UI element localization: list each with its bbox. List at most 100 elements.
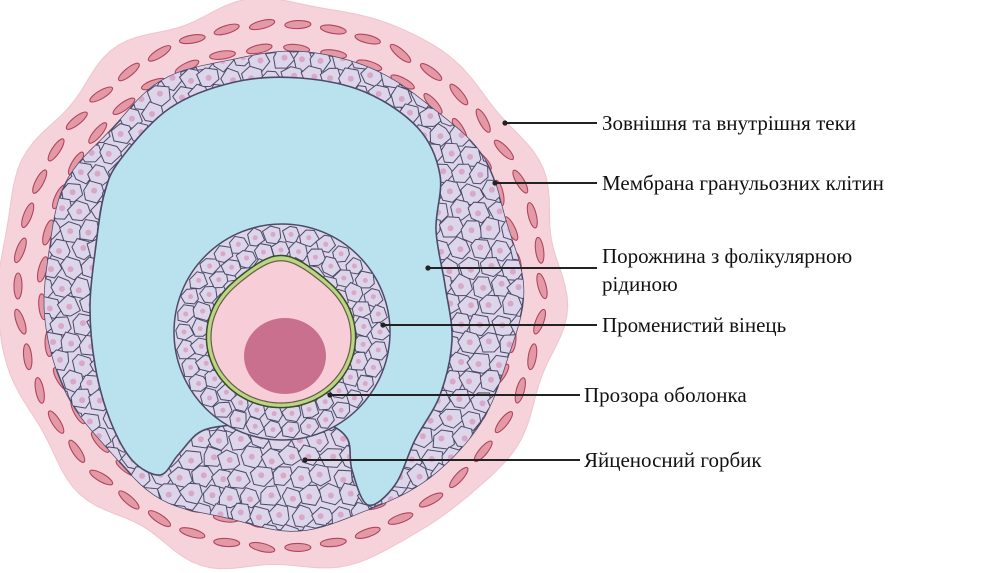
granulosa-cell — [503, 484, 525, 508]
cell-nucleus — [48, 456, 54, 462]
cell-nucleus — [182, 330, 187, 335]
granulosa-cell — [511, 504, 532, 525]
cell-nucleus — [87, 529, 93, 535]
cell-nucleus — [229, 265, 234, 270]
cell-nucleus — [49, 114, 55, 120]
cell-nucleus — [206, 75, 212, 81]
granulosa-cell — [28, 89, 48, 108]
cell-nucleus — [67, 228, 73, 234]
cell-nucleus — [46, 491, 52, 497]
cell-nucleus — [363, 381, 368, 386]
cell-nucleus — [79, 397, 85, 403]
cell-nucleus — [323, 399, 328, 404]
granulosa-cell — [31, 50, 51, 70]
cell-nucleus — [26, 535, 32, 541]
granulosa-cell — [17, 26, 39, 48]
leader-dot — [327, 392, 332, 397]
cell-nucleus — [313, 255, 318, 260]
cell-nucleus — [276, 512, 282, 518]
cell-nucleus — [298, 475, 304, 481]
cell-nucleus — [238, 509, 244, 515]
cell-nucleus — [188, 78, 194, 84]
cell-nucleus — [316, 439, 322, 445]
cell-nucleus — [496, 474, 502, 480]
cell-nucleus — [299, 56, 305, 62]
cell-nucleus — [76, 209, 82, 215]
cell-nucleus — [269, 458, 275, 464]
cell-nucleus — [27, 418, 33, 424]
cell-nucleus — [253, 424, 258, 429]
cell-nucleus — [437, 133, 443, 139]
cell-nucleus — [227, 457, 233, 463]
cell-nucleus — [428, 530, 434, 536]
cell-nucleus — [306, 424, 311, 429]
granulosa-cell — [472, 507, 493, 529]
cell-nucleus — [496, 57, 502, 63]
cell-nucleus — [447, 415, 453, 421]
cell-nucleus — [207, 292, 212, 297]
cell-nucleus — [348, 375, 353, 380]
cell-nucleus — [318, 58, 324, 64]
cell-nucleus — [358, 307, 363, 312]
leader-dot — [502, 120, 507, 125]
cell-nucleus — [289, 427, 294, 432]
cell-nucleus — [480, 285, 486, 291]
cell-nucleus — [224, 390, 229, 395]
cell-nucleus — [361, 342, 366, 347]
cell-nucleus — [306, 235, 311, 240]
cell-nucleus — [70, 379, 76, 385]
granulosa-cell — [37, 525, 59, 543]
cell-nucleus — [256, 514, 262, 520]
granulosa-cell — [102, 522, 125, 542]
cell-nucleus — [356, 359, 361, 364]
cell-nucleus — [448, 37, 454, 43]
granulosa-cell — [120, 525, 140, 544]
cell-nucleus — [254, 408, 259, 413]
cell-nucleus — [341, 276, 346, 281]
cell-nucleus — [328, 264, 333, 269]
cell-nucleus — [70, 189, 76, 195]
cell-nucleus — [183, 312, 188, 317]
cell-nucleus — [279, 248, 284, 253]
cell-nucleus — [207, 396, 212, 401]
cell-nucleus — [520, 57, 526, 63]
cell-nucleus — [139, 473, 145, 479]
granulosa-cell — [40, 485, 61, 507]
cell-nucleus — [28, 493, 34, 499]
cell-nucleus — [448, 225, 454, 231]
granulosa-cell — [483, 482, 503, 503]
cell-nucleus — [352, 396, 357, 401]
cell-nucleus — [497, 248, 503, 254]
granulosa-cell — [51, 88, 73, 108]
cell-nucleus — [508, 492, 514, 498]
label-cumulus-oophorus: Яйценосний горбик — [584, 446, 762, 474]
cell-nucleus — [57, 357, 63, 363]
cell-nucleus — [258, 472, 264, 478]
cell-nucleus — [458, 283, 464, 289]
cell-nucleus — [361, 324, 366, 329]
cell-nucleus — [323, 242, 328, 247]
oocyte-nucleus — [244, 318, 326, 394]
cell-nucleus — [56, 248, 62, 254]
cell-nucleus — [489, 39, 495, 45]
cell-nucleus — [470, 533, 476, 539]
cell-nucleus — [429, 37, 435, 43]
cell-nucleus — [376, 312, 381, 317]
granulosa-cell — [18, 526, 40, 548]
cell-nucleus — [459, 57, 465, 63]
cell-nucleus — [236, 242, 241, 247]
cell-nucleus — [399, 96, 405, 102]
cell-nucleus — [66, 491, 72, 497]
cell-nucleus — [64, 40, 70, 46]
label-granulosa-membrane: Мембрана гранульозних клітин — [602, 169, 884, 197]
cell-nucleus — [352, 290, 357, 295]
cell-nucleus — [244, 256, 249, 261]
cell-nucleus — [499, 281, 505, 287]
cell-nucleus — [371, 365, 376, 370]
granulosa-cell — [481, 68, 504, 89]
cell-nucleus — [449, 151, 455, 157]
cell-nucleus — [480, 400, 486, 406]
cell-nucleus — [299, 514, 305, 520]
cell-nucleus — [466, 378, 472, 384]
label-antrum-line1: Порожнина з фолікулярною — [602, 242, 852, 270]
